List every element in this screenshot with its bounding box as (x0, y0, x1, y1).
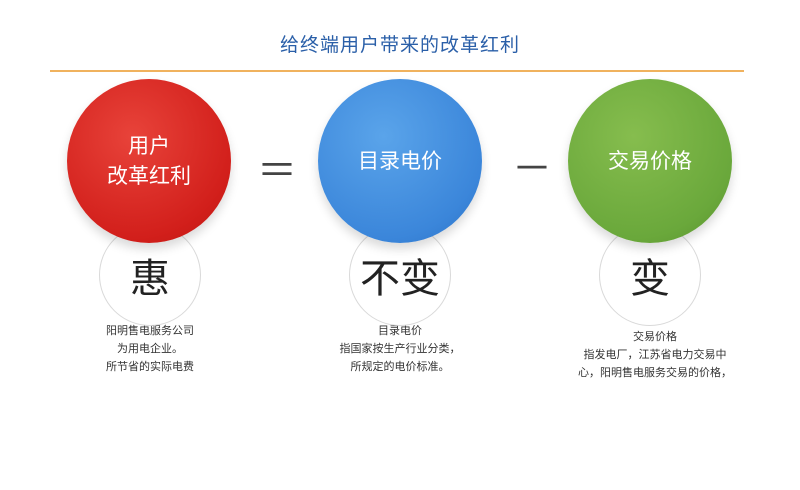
page-title: 给终端用户带来的改革红利 (279, 34, 520, 56)
catalog-price-circle: 目录电价 (318, 79, 482, 243)
catalog-price-label: 目录电价 (358, 149, 442, 173)
title-divider (50, 70, 744, 72)
caption-line: 心，阳明售电服务交易的价格， (578, 366, 732, 379)
caption-line: 阳明售电服务公司 (106, 324, 194, 337)
benefit-caption: 阳明售电服务公司 为用电企业。 所节省的实际电费 (70, 322, 230, 376)
minus-operator: － (512, 146, 552, 192)
caption-line: 交易价格 (633, 330, 677, 343)
trade-price-circle: 交易价格 (568, 79, 732, 243)
user-benefit-line1: 用户 (128, 134, 170, 158)
user-benefit-line2: 改革红利 (107, 164, 191, 188)
trade-price-caption: 交易价格 指发电厂，江苏省电力交易中 心，阳明售电服务交易的价格， (555, 328, 755, 382)
trade-price-label: 交易价格 (608, 149, 692, 173)
catalog-price-caption: 目录电价 指国家按生产行业分类， 所规定的电价标准。 (310, 322, 490, 376)
changed-sub-circle: 变 (599, 224, 701, 326)
caption-line: 目录电价 (378, 324, 422, 337)
caption-line: 所规定的电价标准。 (350, 360, 450, 373)
caption-line: 指国家按生产行业分类， (339, 342, 461, 355)
caption-line: 指发电厂，江苏省电力交易中 (583, 348, 727, 361)
caption-line: 为用电企业。 (117, 342, 183, 355)
equals-operator: ＝ (257, 148, 297, 194)
caption-line: 所节省的实际电费 (106, 360, 194, 373)
user-benefit-circle: 用户 改革红利 (67, 79, 231, 243)
